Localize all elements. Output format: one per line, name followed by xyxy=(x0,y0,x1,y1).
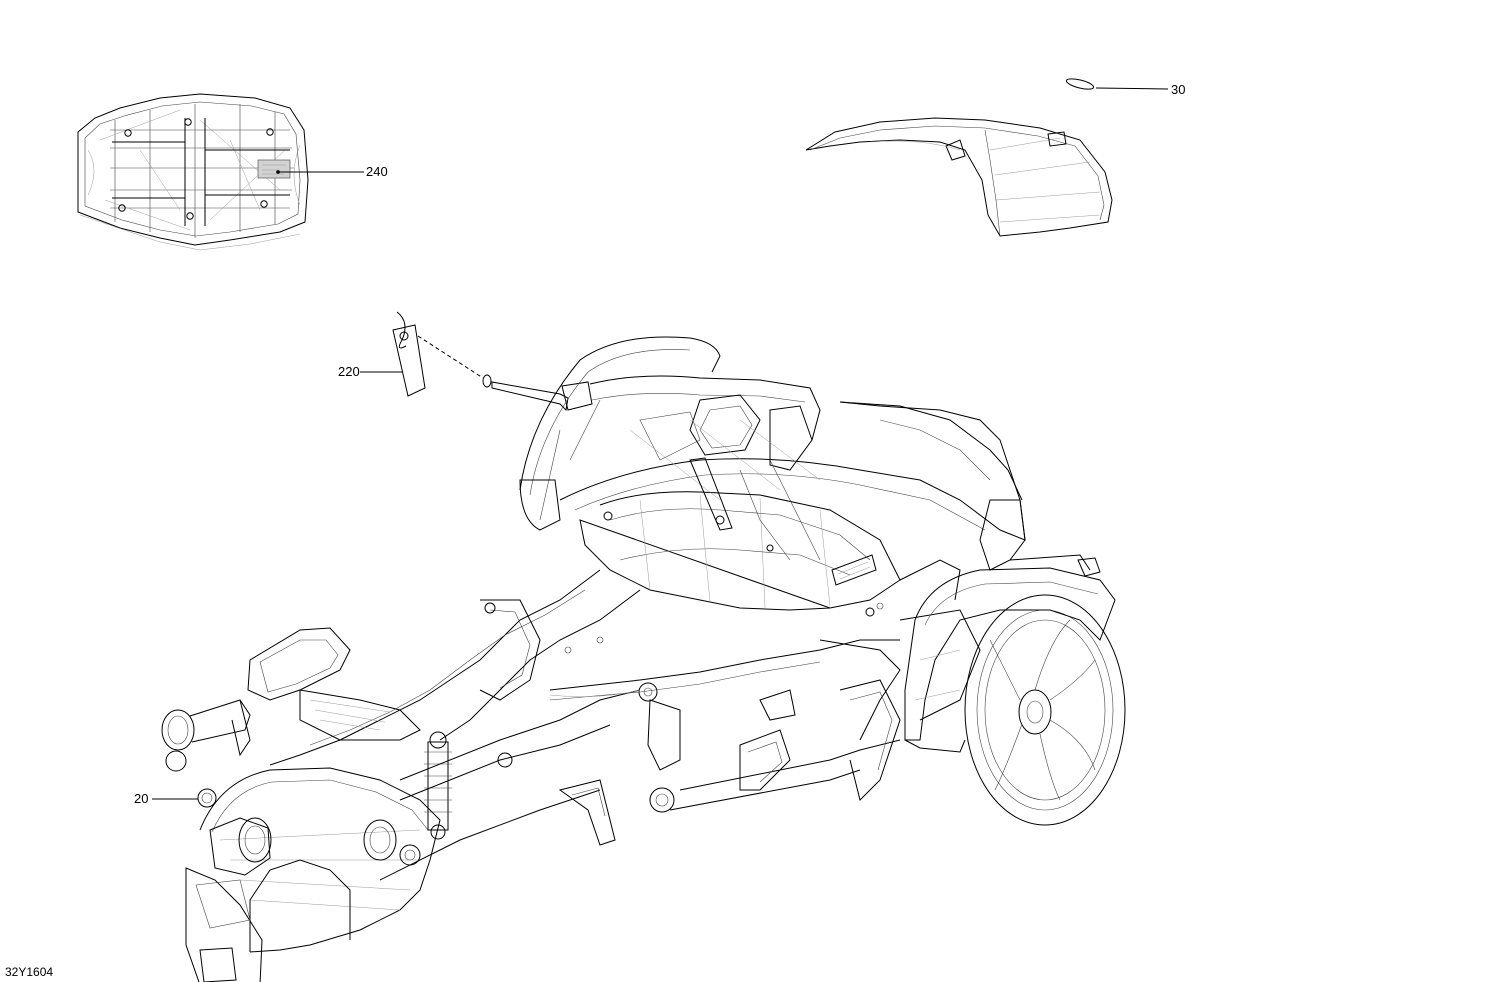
callout-220: 220 xyxy=(338,364,360,379)
callout-20: 20 xyxy=(134,791,148,806)
diagram-code: 32Y1604 xyxy=(5,965,53,979)
front-wheel xyxy=(964,594,1126,826)
callout-240: 240 xyxy=(366,164,388,179)
windshield-drawing xyxy=(805,117,1113,237)
seat-underside-drawing xyxy=(77,93,309,251)
brand-logo-on-side-panel xyxy=(831,554,877,586)
decal-part-30 xyxy=(1065,78,1169,90)
callout-30: 30 xyxy=(1171,82,1185,97)
decal-part-20 xyxy=(152,788,217,808)
tag-part-220 xyxy=(360,311,492,397)
rear-shock-absorber xyxy=(424,731,452,840)
vehicle-drawing xyxy=(161,336,1126,982)
